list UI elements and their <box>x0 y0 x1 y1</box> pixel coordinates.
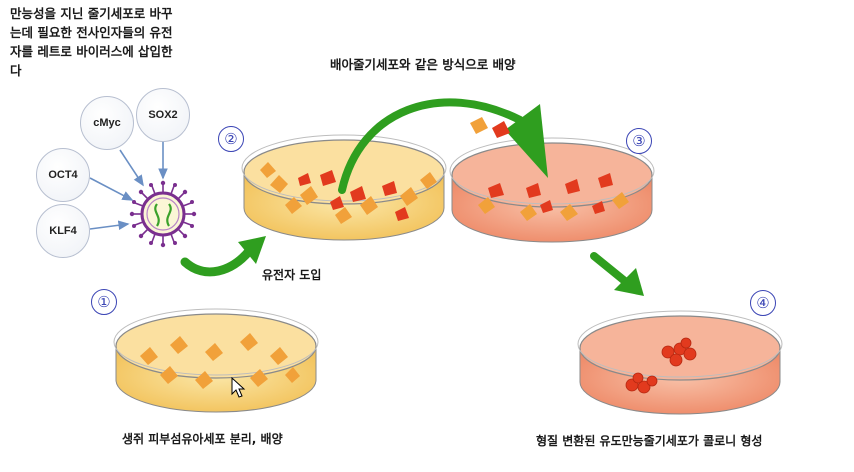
petri-dish-es-culture <box>449 137 655 243</box>
culture-method-caption: 배아줄기세포와 같은 방식으로 배양 <box>330 57 516 72</box>
retrovirus-icon <box>129 180 197 248</box>
cells-reprogrammed <box>298 170 409 221</box>
colony-formation-arrow <box>590 252 644 296</box>
colony-formation-caption: 형질 변환된 유도만능줄기세포가 콜로니 형성 <box>536 434 763 448</box>
step-number-2: ② <box>218 126 244 152</box>
ips-colony <box>661 337 697 367</box>
petri-dish-transduced <box>241 134 447 241</box>
cmyc-arrow <box>119 149 144 187</box>
gene-transfer-arrow <box>180 236 266 277</box>
step-number-3: ③ <box>626 128 652 154</box>
petri-dish-colonies <box>577 310 783 415</box>
mouse-cursor-icon <box>231 376 246 398</box>
cells-mixed <box>260 162 437 224</box>
klf4-arrow <box>89 220 130 231</box>
intro-description: 만능성을 지닌 줄기세포로 바꾸 는데 필요한 전사인자들의 유전 자를 레트로… <box>10 6 173 78</box>
factor-oct4: OCT4 <box>36 148 90 202</box>
factor-cmyc: cMyc <box>80 96 134 150</box>
ips-colony <box>625 372 658 394</box>
step-number-4: ④ <box>750 290 776 316</box>
oct4-arrow <box>89 177 134 201</box>
step-number-1: ① <box>91 289 117 315</box>
factor-sox2: SOX2 <box>136 88 190 142</box>
factor-arrows <box>89 141 168 231</box>
factor-klf4: KLF4 <box>36 204 90 258</box>
isolate-culture-caption: 생쥐 피부섬유아세포 분리, 배양 <box>122 432 283 446</box>
gene-transfer-caption: 유전자 도입 <box>262 268 322 282</box>
transfer-to-es-culture-arrow <box>338 98 548 194</box>
petri-dish-fibroblast <box>113 308 319 413</box>
